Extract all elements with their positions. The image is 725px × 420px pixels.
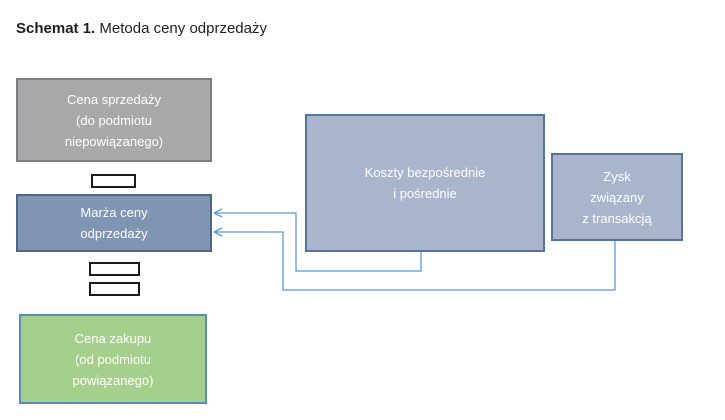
purchase-price-box: Cena zakupu (od podmiotu powiązanego) (19, 314, 207, 404)
diagram-title-number: Schemat 1. (16, 20, 96, 37)
sales-price-label: Cena sprzedaży (do podmiotu niepowiązane… (64, 91, 164, 149)
profit-label: Zysk związany z transakcją (582, 168, 652, 226)
sales-price-box: Cena sprzedaży (do podmiotu niepowiązane… (16, 78, 212, 162)
costs-label: Koszty bezpośrednie i pośrednie (364, 165, 486, 201)
equals-operator-bottom-bar (89, 282, 140, 296)
equals-operator-top-bar (89, 262, 140, 276)
plus-operator-box (91, 174, 136, 188)
costs-box: Koszty bezpośrednie i pośrednie (305, 114, 545, 252)
purchase-price-label: Cena zakupu (od podmiotu powiązanego) (72, 330, 154, 388)
diagram-title-text: Metoda ceny odprzedaży (95, 20, 267, 37)
profit-box: Zysk związany z transakcją (551, 153, 683, 241)
resale-margin-label: Marża ceny odprzedaży (80, 205, 148, 241)
resale-margin-box: Marża ceny odprzedaży (16, 194, 212, 252)
diagram-title: Schemat 1. Metoda ceny odprzedaży (16, 20, 267, 37)
